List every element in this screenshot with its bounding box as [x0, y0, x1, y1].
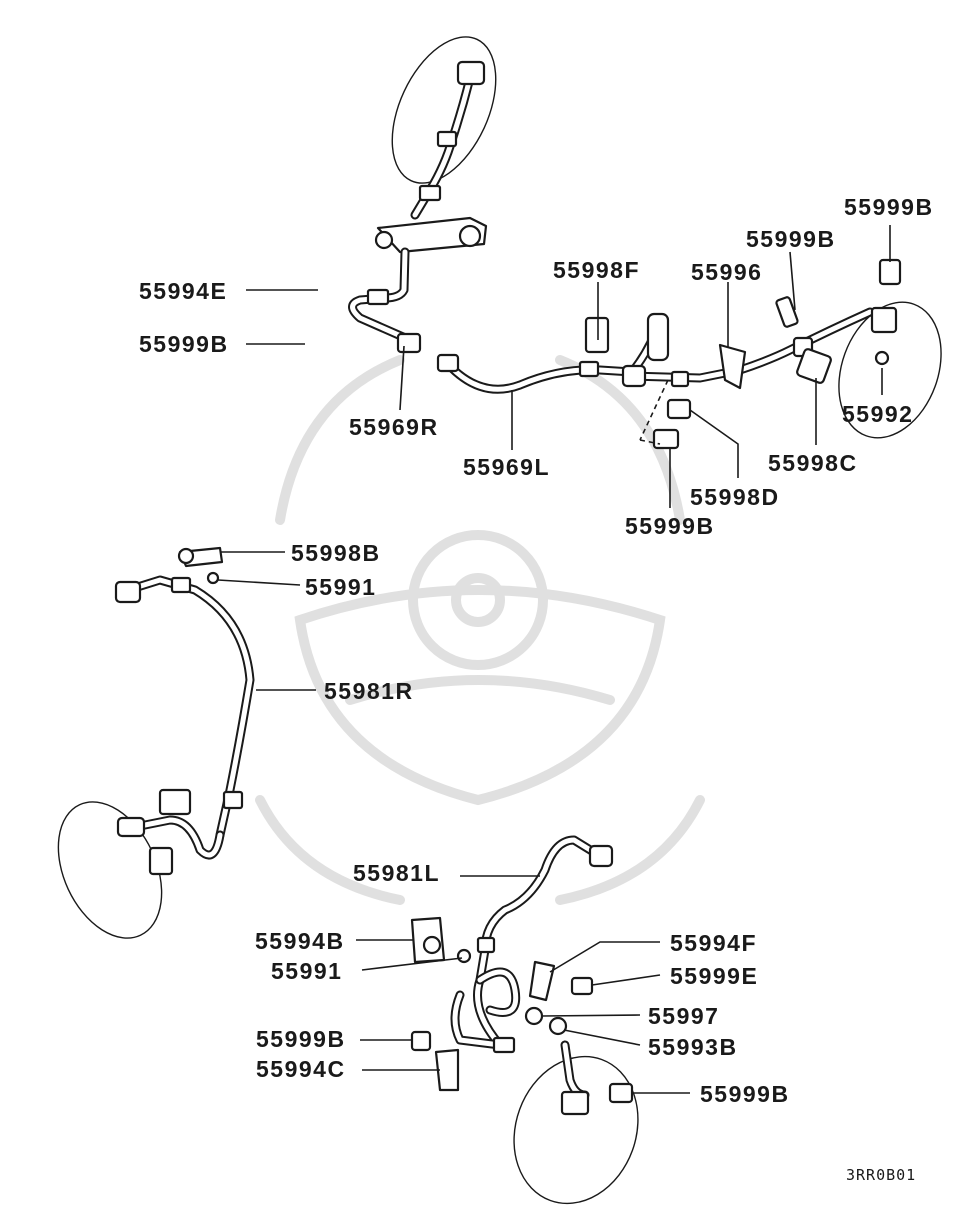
label-55999B-left: 55999B [139, 331, 229, 357]
diagram-code: 3RR0B01 [846, 1166, 917, 1184]
label-55991-b: 55991 [271, 958, 343, 984]
label-55999B-top-right: 55999B [844, 194, 934, 220]
hose-55981R [57, 546, 255, 939]
hose-55969L [436, 258, 942, 450]
label-55994E: 55994E [139, 278, 228, 304]
label-55991-a: 55991 [305, 574, 377, 600]
label-55994B: 55994B [255, 928, 345, 954]
label-55969R: 55969R [349, 414, 439, 440]
label-55998F: 55998F [553, 257, 641, 283]
label-55993B: 55993B [648, 1034, 738, 1060]
label-55998B: 55998B [291, 540, 381, 566]
label-55999B-bottom-right: 55999B [700, 1081, 790, 1107]
label-55999B-mid: 55999B [625, 513, 715, 539]
label-55981R: 55981R [324, 678, 414, 704]
label-55969L: 55969L [463, 454, 551, 480]
leader-lines [217, 225, 891, 1094]
label-55996: 55996 [691, 259, 763, 285]
label-55992: 55992 [842, 401, 914, 427]
hose-55969R [348, 36, 497, 354]
hose-55981L [410, 835, 639, 1205]
label-55994F: 55994F [670, 930, 758, 956]
label-55981L: 55981L [353, 860, 441, 886]
label-55998C: 55998C [768, 450, 858, 476]
watermark-emblem [255, 355, 705, 905]
label-55999E: 55999E [670, 963, 759, 989]
label-55999B-bottom-left: 55999B [256, 1026, 346, 1052]
label-55997: 55997 [648, 1003, 720, 1029]
label-55994C: 55994C [256, 1056, 346, 1082]
label-55998D: 55998D [690, 484, 780, 510]
label-55999B-top: 55999B [746, 226, 836, 252]
